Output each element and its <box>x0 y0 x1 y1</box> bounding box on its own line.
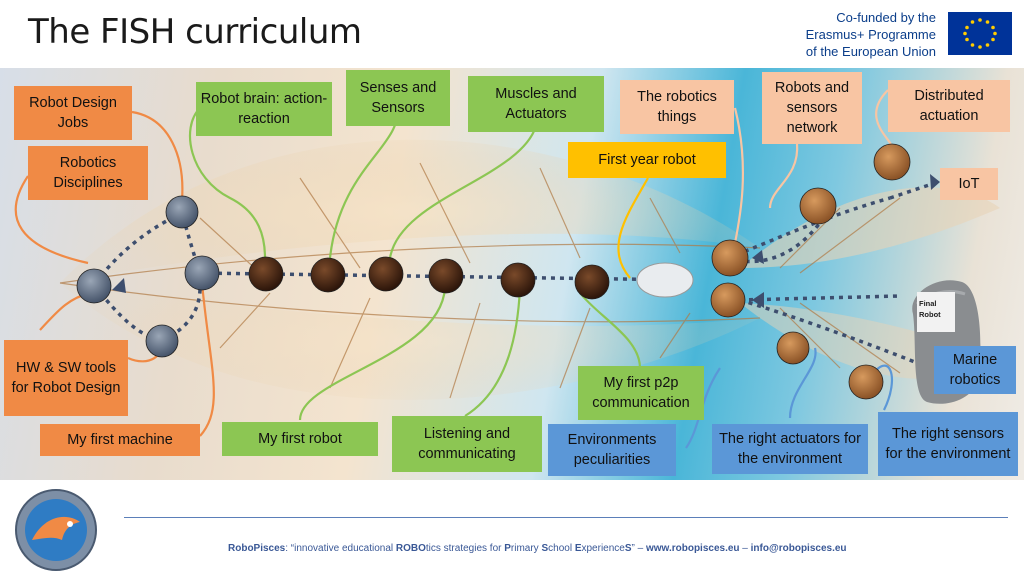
robopisces-logo-icon <box>14 488 98 572</box>
node-robotics-disciplines: Robotics Disciplines <box>28 146 148 200</box>
node-environments-peculiarities: Environments peculiarities <box>548 424 676 476</box>
node-balls <box>76 143 911 400</box>
node-listening-communicating: Listening and communicating <box>392 416 542 472</box>
connector-right-actuators <box>788 347 817 419</box>
connector-listening <box>464 287 522 417</box>
header: The FISH curriculum Co-funded by the Era… <box>0 0 1024 68</box>
node-ball <box>873 143 911 181</box>
connector-p2p <box>579 292 642 369</box>
fish-head-stone-icon <box>636 262 694 298</box>
node-iot: IoT <box>940 168 998 200</box>
node-robot-brain: Robot brain: action-reaction <box>196 82 332 136</box>
eu-text-line: of the European Union <box>805 44 936 59</box>
node-ball <box>184 255 220 291</box>
node-robot-design-jobs: Robot Design Jobs <box>14 86 132 140</box>
node-my-first-machine: My first machine <box>40 424 200 456</box>
connector-robot-brain <box>188 107 267 259</box>
node-my-first-robot: My first robot <box>222 422 378 456</box>
connector-robotics-things <box>733 107 744 244</box>
node-hw-sw-tools: HW & SW tools for Robot Design <box>4 340 128 416</box>
node-ball <box>368 256 404 292</box>
eu-text-line: Erasmus+ Programme <box>805 27 936 42</box>
node-ball <box>428 258 464 294</box>
connector-first-year-robot <box>617 177 649 279</box>
connector-my-first-robot <box>298 287 447 421</box>
node-first-year-robot: First year robot <box>568 142 726 178</box>
node-ball <box>848 364 884 400</box>
node-ball <box>776 331 810 365</box>
node-ball <box>799 187 837 225</box>
eu-cofunding-text: Co-funded by the Erasmus+ Programme of t… <box>806 9 936 60</box>
final-robot-label: Final Robot <box>919 299 941 319</box>
footer-divider <box>124 517 1008 518</box>
node-right-actuators: The right actuators for the environment <box>712 424 868 474</box>
node-muscles-actuators: Muscles and Actuators <box>468 76 604 132</box>
node-distributed-actuation: Distributed actuation <box>888 80 1010 132</box>
node-ball <box>574 264 610 300</box>
node-marine-robotics: Marine robotics <box>934 346 1016 394</box>
node-robotics-things: The robotics things <box>620 80 734 134</box>
node-ball <box>711 239 749 277</box>
node-ball <box>165 195 199 229</box>
node-senses-sensors: Senses and Sensors <box>346 70 450 126</box>
connector-robot-design-jobs <box>131 110 184 201</box>
email-link[interactable]: info@robopisces.eu <box>750 543 847 554</box>
node-my-first-p2p: My first p2p communication <box>578 366 704 420</box>
connector-robotics-disciplines <box>14 175 89 265</box>
website-link[interactable]: www.robopisces.eu <box>645 543 740 554</box>
node-ball <box>76 268 112 304</box>
node-ball <box>248 256 284 292</box>
node-right-sensors: The right sensors for the environment <box>878 412 1018 476</box>
connector-robots-network <box>768 142 799 209</box>
node-ball <box>310 257 346 293</box>
connector-muscles-actuators <box>388 125 538 259</box>
page-title: The FISH curriculum <box>28 12 362 52</box>
footer-tagline: RoboPisces: “innovative educational ROBO… <box>228 543 847 554</box>
node-ball <box>710 282 746 318</box>
eu-text-line: Co-funded by the <box>836 10 936 25</box>
node-ball <box>145 324 179 358</box>
footer <box>0 480 1024 576</box>
node-ball <box>500 262 536 298</box>
node-robots-sensors-network: Robots and sensors network <box>762 72 862 144</box>
eu-flag-icon <box>948 12 1012 55</box>
connector-my-first-machine <box>199 282 215 437</box>
